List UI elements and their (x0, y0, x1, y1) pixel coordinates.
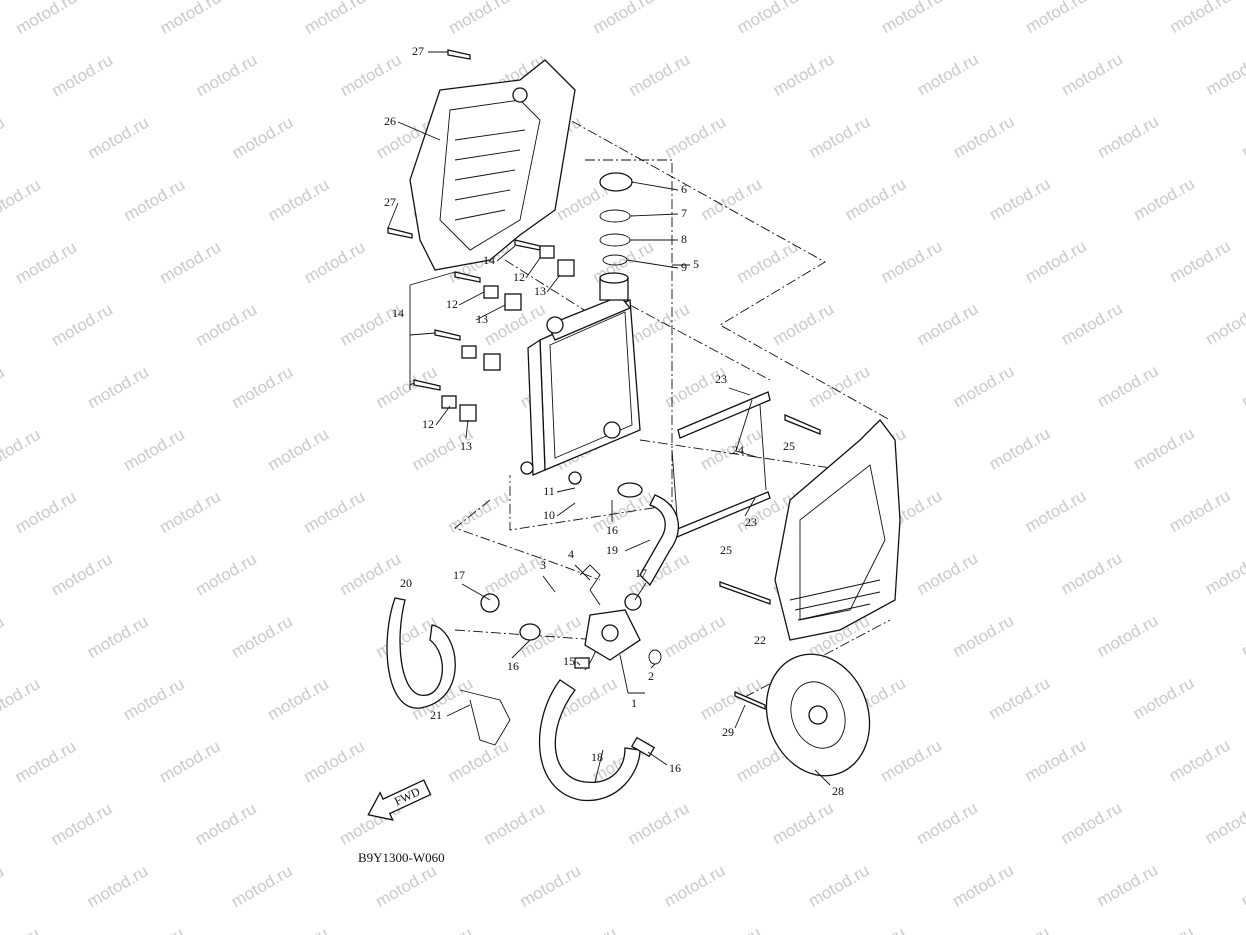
callout-number: 22 (754, 633, 766, 647)
callout-number: 10 (543, 508, 555, 522)
radiator-cover (409, 59, 576, 271)
callout-number: 3 (540, 558, 546, 572)
callout-number: 23 (715, 372, 727, 386)
callout-number: 18 (591, 750, 603, 764)
callout-number: 12 (446, 297, 458, 311)
callout-number: 15 (563, 654, 575, 668)
callout-number: 28 (832, 784, 844, 798)
callout-number: 17 (453, 568, 465, 582)
radiator (520, 295, 641, 485)
callout-number: 13 (460, 439, 472, 453)
callout-number: 17 (635, 566, 647, 580)
callout-number: 12 (422, 417, 434, 431)
callout-number: 5 (693, 257, 699, 271)
callout-number: 21 (430, 708, 442, 722)
fan-shroud (774, 419, 901, 641)
callout-number: 8 (681, 232, 687, 246)
callout-number: 16 (669, 761, 681, 775)
drawing-code: B9Y1300-W060 (358, 850, 445, 865)
thermostat-housing (459, 482, 662, 758)
seals (671, 391, 771, 538)
callout-number: 11 (543, 484, 555, 498)
callout-number: 19 (606, 543, 618, 557)
callout-number: 13 (534, 284, 546, 298)
callout-number: 9 (681, 260, 687, 274)
callout-number: 16 (507, 659, 519, 673)
callout-number: 14 (483, 253, 495, 267)
callout-number: 26 (384, 114, 396, 128)
callout-number: 13 (476, 312, 488, 326)
callout-number: 24 (732, 443, 744, 457)
callout-number: 1 (631, 696, 637, 710)
leader-lines (387, 51, 831, 786)
callout-number: 12 (513, 270, 525, 284)
fasteners (387, 49, 821, 710)
callout-number: 4 (568, 547, 574, 561)
callout-number: 23 (745, 515, 757, 529)
callout-number: 2 (648, 669, 654, 683)
callout-number: 27 (412, 44, 424, 58)
radiator-cap-set (599, 172, 633, 301)
callout-number: 25 (720, 543, 732, 557)
callout-number: 25 (783, 439, 795, 453)
callout-number: 29 (722, 725, 734, 739)
callout-number: 20 (400, 576, 412, 590)
callout-number: 16 (606, 523, 618, 537)
assembly-lines (454, 94, 891, 698)
cooling-fan (765, 653, 871, 777)
callout-number: 7 (681, 206, 687, 220)
callout-number: 27 (384, 195, 396, 209)
callout-number: 14 (392, 306, 404, 320)
callout-number: 6 (681, 182, 687, 196)
